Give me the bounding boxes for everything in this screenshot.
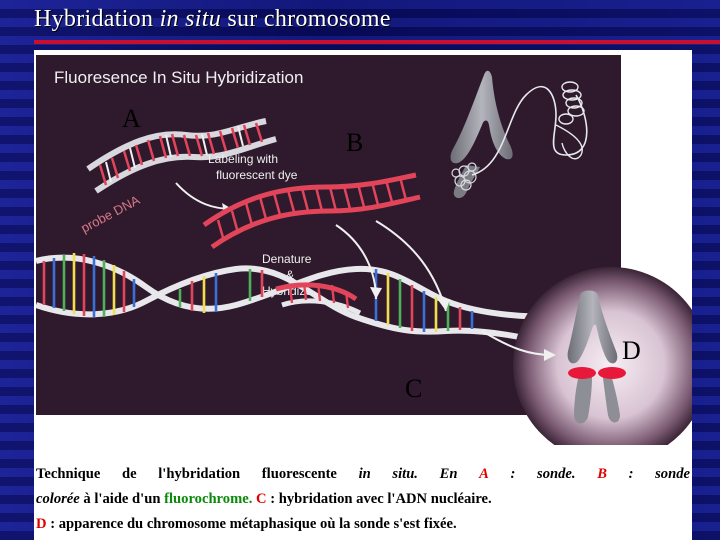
dna-thread [471,86,588,176]
caption-line-1: Technique de l'hybridation fluorescente … [36,462,690,487]
cell-arrowhead [544,349,556,361]
hybridize-arrowhead-1 [370,287,382,299]
probe-dna-strand [86,118,277,194]
title-text-italic: in situ [159,6,222,32]
hybridize-arrowhead-2 [438,299,450,311]
caption-letter-a: A [479,466,489,482]
cell-nucleus [513,267,692,445]
labeled-probe-strand [202,172,421,250]
metaphase-chromosome-top [450,70,513,199]
caption-line-2: colorée à l'aide d'un fluorochrome. C : … [36,487,690,512]
caption-text: à l'aide d'un [79,491,165,507]
coiled-dna-blob [451,162,477,191]
caption-text: : hybridation avec l'ADN nucléaire. [266,491,492,507]
title-text-2: sur chromosome [221,6,391,32]
caption-letter-c: C [256,491,267,507]
fish-signal-left [568,367,596,379]
caption-line-3: D : apparence du chromosome métaphasique… [36,512,690,537]
labeling-line-1: Labeling with [208,152,278,166]
caption-text: : apparence du chromosome métaphasique o… [46,516,457,532]
caption-text-italic: : sonde. [510,466,576,482]
denature-line-2: & [286,268,294,282]
caption-letter-d: D [36,516,47,532]
denature-line-1: Denature [262,252,312,266]
label-a: A [122,104,141,133]
label-c: C [405,374,423,403]
caption-background [34,458,692,540]
dna-coil [555,81,585,160]
label-d: D [622,336,641,365]
title-text-1: Hybridation [34,6,160,32]
caption-fluorochrome: fluorochrome. [164,491,253,507]
fish-chromosome [567,290,626,424]
title-underline [34,40,720,44]
caption-text-italic: in situ. En [358,466,458,482]
caption-text: Technique de l'hybridation fluorescente [36,466,359,482]
hybridized-probe [275,282,362,316]
caption-text-italic: colorée [36,491,80,507]
slide-title: Hybridation in situ sur chromosome [34,6,391,33]
label-b: B [346,128,364,157]
fish-diagram: Fluoresence In Situ Hybridization [36,55,692,445]
labeling-step-text: Labeling with fluorescent dye [208,152,298,182]
labeling-line-2: fluorescent dye [216,168,298,182]
caption-text-italic: : sonde [628,466,690,482]
figure-caption: Technique de l'hybridation fluorescente … [36,462,690,537]
caption-letter-b: B [597,466,607,482]
figure-heading: Fluoresence In Situ Hybridization [54,68,303,87]
fish-signal-right [598,367,626,379]
